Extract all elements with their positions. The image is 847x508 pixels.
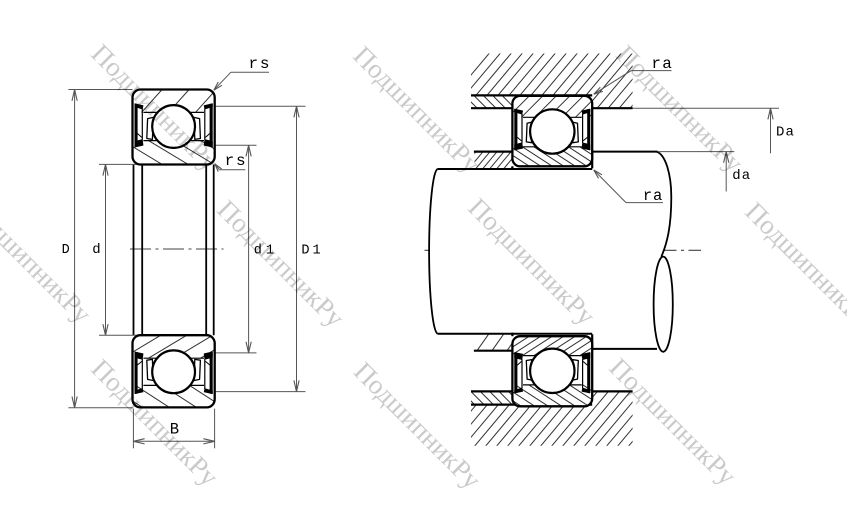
svg-text:d1: d1 bbox=[254, 244, 278, 259]
svg-text:rs: rs bbox=[225, 152, 248, 170]
svg-text:Da: Da bbox=[776, 125, 795, 141]
svg-text:d: d bbox=[92, 242, 100, 258]
svg-text:B: B bbox=[170, 420, 179, 438]
svg-text:rs: rs bbox=[249, 55, 272, 73]
svg-text:ra: ra bbox=[651, 55, 673, 73]
svg-text:da: da bbox=[732, 168, 751, 184]
svg-text:D: D bbox=[62, 243, 70, 258]
svg-text:D1: D1 bbox=[301, 244, 323, 259]
svg-text:ra: ra bbox=[643, 187, 663, 205]
